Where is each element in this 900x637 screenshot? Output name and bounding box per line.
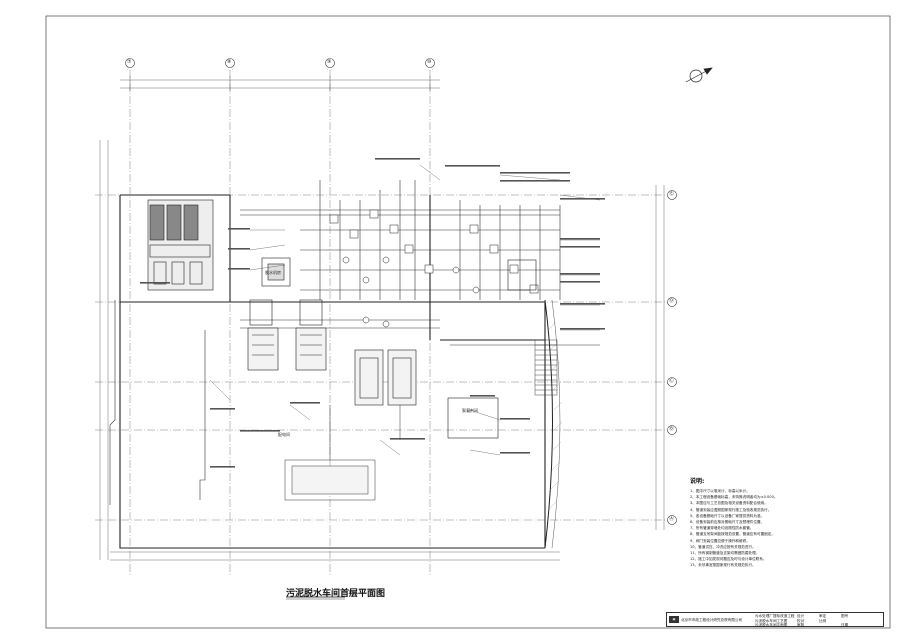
axis-label-8: ⑧ <box>227 59 232 65</box>
note-item: 3、本图应与工艺总图及相关设备资料配合使用。 <box>690 501 768 506</box>
axis-label-d: Ⓓ <box>669 298 675 304</box>
axis-bubbles-right <box>667 190 677 525</box>
small-tank <box>261 257 537 439</box>
curved-wall <box>544 299 553 549</box>
note-item: 13、未尽事宜按国家现行有关规范执行。 <box>690 563 756 568</box>
field-review: 审核 <box>797 623 805 627</box>
dimension-lines <box>99 76 665 561</box>
building-walls <box>119 194 546 549</box>
north-arrow-icon <box>685 67 713 83</box>
axis-label-9: ⑨ <box>327 59 332 65</box>
note-item: 2、本工程设备基础标高，未特殊说明者均为±0.000。 <box>690 495 778 500</box>
field-date: 日期 <box>841 623 849 627</box>
note-item: 1、图中尺寸以毫米计，标高以米计。 <box>690 489 750 493</box>
valve-clusters <box>329 209 539 328</box>
note-item: 10、管道试压、冲洗应按有关规范进行。 <box>690 544 756 549</box>
note-item: 7、所有管道穿墙处均设刚性防水套管。 <box>690 526 754 531</box>
dewatering-machines <box>247 299 417 406</box>
note-item: 8、管道支吊架间距按规范设置，管道应有可靠固定。 <box>690 532 775 537</box>
axis-label-b: Ⓑ <box>669 426 675 432</box>
title-block: ▣ 北京市市政工程设计研究总院有限公司 污水处理厂提标改造工程 污泥脱水车间工艺… <box>666 612 884 627</box>
note-item: 11、所有钢制管道及支架均需做防腐处理。 <box>690 551 760 556</box>
field-design: 设计 <box>797 614 805 618</box>
room-label-flocculant: 絮凝剂间 <box>462 408 478 413</box>
design-notes: 说明: 1、图中尺寸以毫米计，标高以米计。 2、本工程设备基础标高，未特殊说明者… <box>690 476 880 569</box>
note-item: 5、各设备基础尺寸以设备厂家提供资料为准。 <box>690 513 765 518</box>
note-item: 12、施工中如发现问题应及时与设计单位联系。 <box>690 557 767 562</box>
project-name: 污水处理厂提标改造工程 <box>755 614 795 618</box>
notes-title: 说明: <box>690 478 705 485</box>
note-item: 4、管道安装应遵照国家现行施工及验收规范执行。 <box>690 507 772 512</box>
leader-lines <box>209 164 601 456</box>
subproject-name: 污泥脱水车间工艺图 <box>755 618 788 623</box>
axis-label-e: Ⓔ <box>669 191 675 197</box>
plan-title: 污泥脱水车间首层平面图 <box>286 589 386 599</box>
note-item: 6、设备安装前应核对基础尺寸及预埋件位置。 <box>690 520 765 525</box>
axis-bubbles-top <box>125 58 435 68</box>
field-check: 校对 <box>797 618 805 623</box>
axis-label-a: Ⓐ <box>669 516 675 522</box>
field-scale: 比例 <box>819 618 827 623</box>
axis-label-c: Ⓒ <box>669 378 675 384</box>
room-label-electrical: 配电间 <box>278 432 290 437</box>
sheet-name: 污泥脱水车间平面图 <box>755 623 788 627</box>
field-drawing-no: 图号 <box>841 614 849 618</box>
company-name: 北京市市政工程设计研究总院有限公司 <box>681 618 743 622</box>
note-item: 9、阀门安装位置应便于操作和维修。 <box>690 538 750 543</box>
field-approve: 审定 <box>819 614 827 618</box>
annotation-marks <box>140 158 605 468</box>
staircase <box>534 339 558 396</box>
room-label-dewatering: 脱水机房 <box>265 270 281 275</box>
grid-lines <box>95 70 665 575</box>
sheet-border <box>45 15 891 629</box>
company-logo-icon: ▣ <box>669 616 679 623</box>
axis-label-7: ⑦ <box>127 59 132 65</box>
plan-scale: 1:50 <box>348 590 357 595</box>
sludge-conveyor <box>284 405 401 501</box>
axis-label-10: ⑩ <box>427 59 432 65</box>
equipment-room-upper-left <box>147 199 214 291</box>
wall-hatching <box>547 321 563 511</box>
